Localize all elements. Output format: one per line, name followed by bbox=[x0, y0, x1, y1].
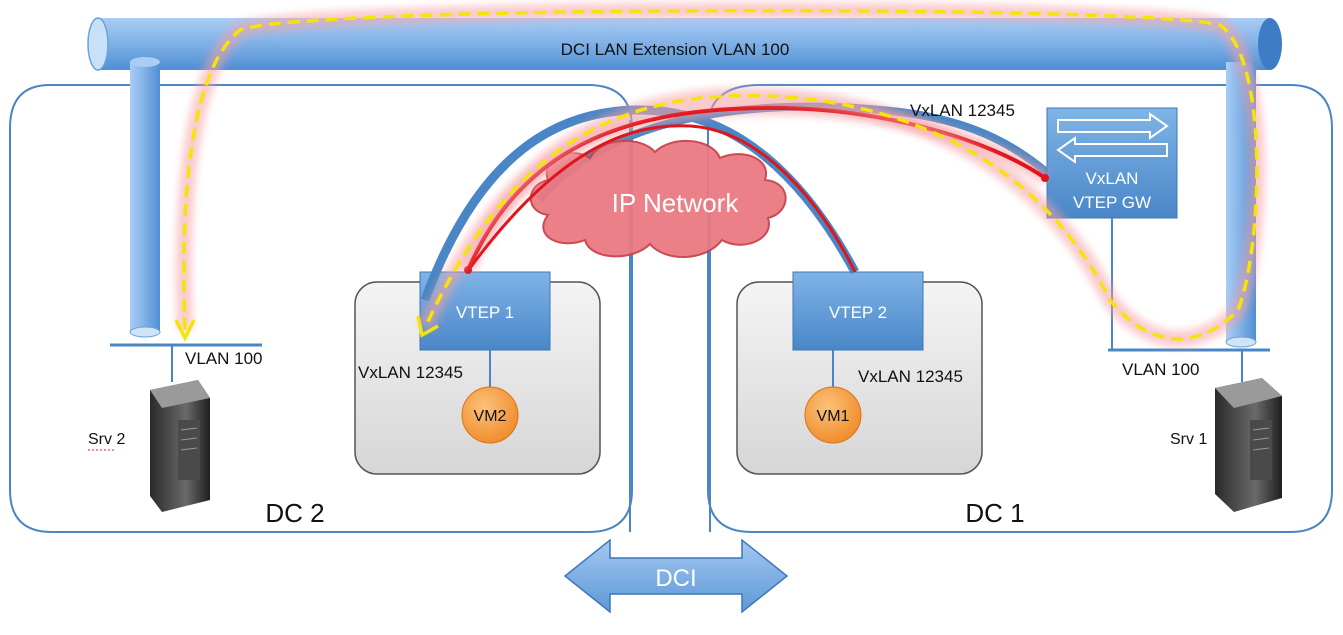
arrow-head-vtep1-icon bbox=[416, 315, 439, 338]
vtep-1-label: VTEP 1 bbox=[456, 303, 514, 322]
dc1-server-label: Srv 1 bbox=[1170, 431, 1207, 448]
dc2-region bbox=[9, 84, 633, 533]
dc1-vlan-label: VLAN 100 bbox=[1122, 360, 1200, 379]
ip-network-label: IP Network bbox=[612, 188, 740, 218]
srv-2-icon bbox=[150, 380, 210, 512]
dc2-label: DC 2 bbox=[265, 498, 324, 528]
traffic-path-yellow bbox=[182, 8, 1259, 341]
arrow-head-dc2-icon bbox=[174, 319, 196, 342]
gateway-label-line1: VxLAN bbox=[1086, 169, 1139, 188]
vxlan-overlay-label: VxLAN 12345 bbox=[910, 101, 1015, 120]
dc2-tunnel-drop bbox=[129, 57, 161, 338]
dci-arrow-label: DCI bbox=[655, 565, 696, 592]
vm2-label: VM2 bbox=[474, 408, 507, 425]
vm2-circle bbox=[461, 386, 519, 444]
dci-double-arrow bbox=[563, 538, 789, 614]
vm1-label: VM1 bbox=[817, 408, 850, 425]
dc1-vxlan-label: VxLAN 12345 bbox=[858, 367, 963, 386]
vtep-2-label: VTEP 2 bbox=[829, 303, 887, 322]
vm1-circle bbox=[804, 386, 862, 444]
dc2-vxlan-label: VxLAN 12345 bbox=[358, 363, 463, 382]
vxlan-path-red-b bbox=[468, 124, 857, 273]
dc1-label: DC 1 bbox=[965, 498, 1024, 528]
dci-tunnel-label: DCI LAN Extension VLAN 100 bbox=[561, 40, 790, 59]
gw-left-arrow-icon bbox=[1056, 136, 1168, 164]
dc2-server-label: Srv 2 bbox=[88, 431, 125, 448]
gateway-label-line2: VTEP GW bbox=[1073, 193, 1151, 212]
gw-right-arrow-icon bbox=[1057, 112, 1169, 140]
srv-1-icon bbox=[1215, 378, 1282, 512]
vtep-gateway bbox=[1046, 107, 1178, 219]
dc2-vlan-label: VLAN 100 bbox=[185, 349, 263, 368]
ip-network-cloud bbox=[529, 140, 787, 258]
vtep-2-box bbox=[792, 271, 924, 351]
